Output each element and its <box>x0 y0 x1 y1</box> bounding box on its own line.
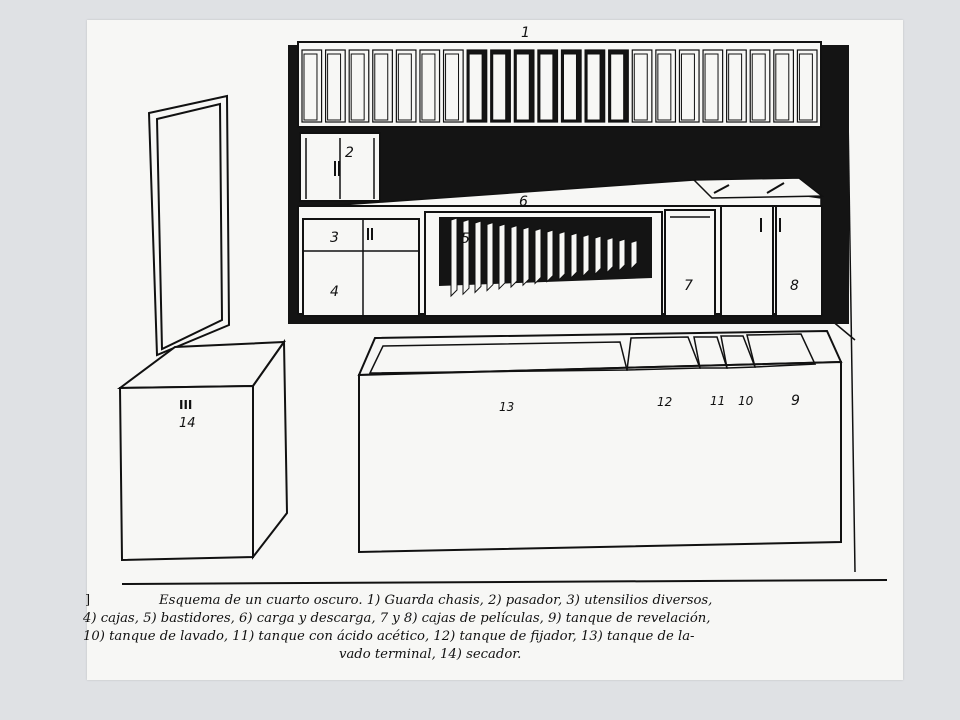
rack-divider <box>327 53 342 121</box>
label-4: 4 <box>330 284 339 300</box>
rack-divider <box>445 53 460 121</box>
label-7: 7 <box>684 278 693 294</box>
rack-divider <box>657 53 672 121</box>
caption-line-2: 4) cajas, 5) bastidores, 6) carga y desc… <box>83 611 711 626</box>
back-wall-unit <box>288 41 849 324</box>
label-roman-3: III <box>179 398 192 412</box>
page-edge-mark: ] <box>85 593 91 608</box>
frame-panel <box>474 220 482 294</box>
film-box-7 <box>664 209 716 317</box>
floor-line <box>121 579 888 585</box>
figure-caption: ] Esquema de un cuarto oscuro. 1) Guarda… <box>83 590 903 670</box>
frame-panel <box>510 224 518 289</box>
scanned-page: 1 2 3 4 5 6 7 8 9 10 11 12 13 14 III ] E… <box>83 20 903 680</box>
frame-panel <box>450 217 458 298</box>
rack-divider <box>468 53 483 121</box>
door <box>147 94 231 357</box>
label-5: 5 <box>461 231 470 247</box>
caption-line-4: vado terminal, 14) secador. <box>339 647 522 662</box>
rack-divider <box>610 53 625 121</box>
developer-tank <box>746 333 817 368</box>
caption-line-3: 10) tanque de lavado, 11) tanque con áci… <box>83 629 695 644</box>
label-11: 11 <box>710 394 725 408</box>
frame-panels <box>450 217 638 298</box>
rack-divider <box>350 53 365 121</box>
rack-divider <box>563 53 577 121</box>
label-9: 9 <box>791 393 800 409</box>
rack-divider <box>539 53 554 121</box>
rack-divider <box>374 53 389 121</box>
rack-divider <box>515 53 530 121</box>
rack-divider <box>633 53 648 121</box>
utensils-and-boxes-cabinet <box>302 218 420 317</box>
label-14: 14 <box>179 416 196 431</box>
label-2: 2 <box>345 145 354 161</box>
chassis-rack-slots <box>301 49 818 123</box>
label-3: 3 <box>330 230 339 246</box>
frame-panel <box>486 221 494 292</box>
label-10: 10 <box>738 394 754 408</box>
rack-divider <box>680 53 695 121</box>
fixer-tank <box>626 336 702 371</box>
caption-line-1: Esquema de un cuarto oscuro. 1) Guarda c… <box>159 593 713 608</box>
label-1: 1 <box>521 25 530 41</box>
label-8: 8 <box>790 278 799 294</box>
tank-bench <box>357 329 843 554</box>
frame-panel <box>498 223 506 291</box>
film-box-lids <box>692 177 825 199</box>
rack-divider <box>798 53 813 121</box>
rack-divider <box>492 53 507 121</box>
frame-panel <box>630 239 638 271</box>
rack-divider <box>397 53 412 121</box>
frame-panel <box>594 235 602 276</box>
frame-panel <box>618 238 626 273</box>
frame-panel <box>546 229 554 283</box>
frames-compartment <box>424 211 663 317</box>
rack-divider <box>728 53 743 121</box>
rack-divider <box>303 53 318 121</box>
film-box-8 <box>720 205 823 317</box>
label-12: 12 <box>657 395 672 409</box>
darkroom-diagram: 1 2 3 4 5 6 7 8 9 10 11 12 13 14 III <box>116 25 888 585</box>
rack-divider <box>421 53 436 121</box>
frame-panel <box>570 232 578 280</box>
pass-through-cabinet <box>299 132 381 202</box>
dryer-cabinet <box>116 338 289 562</box>
frame-panel <box>462 218 470 296</box>
wash-tank <box>720 335 757 369</box>
frame-panel <box>522 226 530 287</box>
frame-panel <box>606 236 614 274</box>
final-wash-tank <box>368 341 628 374</box>
label-6: 6 <box>519 194 528 210</box>
acetic-acid-tank <box>693 336 729 369</box>
rack-divider <box>751 53 766 121</box>
rack-divider <box>775 53 790 121</box>
frame-panel <box>534 227 542 285</box>
label-13: 13 <box>499 400 514 414</box>
frame-panel <box>582 233 590 278</box>
rack-divider <box>586 53 601 121</box>
rack-divider <box>704 53 719 121</box>
chassis-rack <box>297 41 822 128</box>
frame-panel <box>558 230 566 282</box>
